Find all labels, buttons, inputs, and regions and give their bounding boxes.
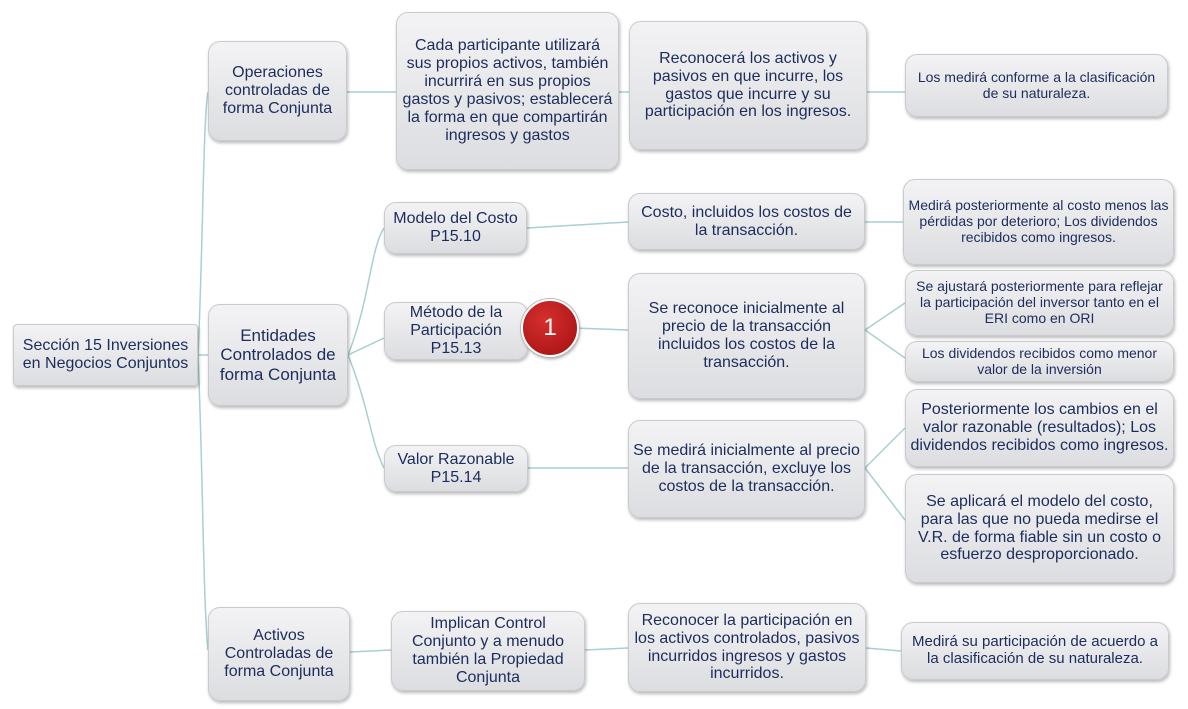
entidades-label: Entidades Controlados de forma Conjunta (219, 326, 337, 384)
operaciones-measurement-node: Los medirá conforme a la clasificación d… (905, 54, 1168, 117)
operaciones-measurement: Los medirá conforme a la clasificación d… (917, 68, 1156, 101)
operaciones-recognition-node: Reconocerá los activos y pasivos en que … (629, 21, 867, 150)
activos-node: Activos Controladas de forma Conjunta (208, 607, 350, 701)
valor-razonable-later: Posteriormente los cambios en el valor r… (910, 401, 1169, 454)
activos-recognition: Reconocer la participación en los activo… (634, 611, 860, 683)
metodo-participacion-dividends: Los dividendos recibidos como menor valo… (921, 344, 1157, 377)
activos-label: Activos Controladas de forma Conjunta (224, 627, 334, 680)
activos-recognition-node: Reconocer la participación en los activo… (628, 603, 866, 692)
entidades-node: Entidades Controlados de forma Conjunta (208, 304, 348, 406)
root-node: Sección 15 Inversiones en Negocios Conju… (13, 324, 198, 386)
modelo-costo-initial-node: Costo, incluidos los costos de la transa… (628, 193, 865, 250)
metodo-participacion-initial-node: Se reconoce inicialmente al precio de la… (628, 273, 865, 399)
metodo-participacion-node: Método de la Participación P15.13 (384, 302, 528, 360)
valor-razonable-label: Valor Razonable P15.14 (397, 450, 515, 486)
metodo-participacion-adjust-node: Se ajustará posteriormente para reflejar… (905, 270, 1174, 336)
operaciones-label: Operaciones controladas de forma Conjunt… (222, 64, 333, 117)
operaciones-recognition: Reconocerá los activos y pasivos en que … (644, 49, 852, 121)
metodo-participacion-label: Método de la Participación P15.13 (409, 304, 503, 357)
valor-razonable-later-node: Posteriormente los cambios en el valor r… (905, 389, 1174, 467)
activos-description: Implican Control Conjunto y a menudo tam… (411, 615, 565, 686)
metodo-participacion-initial: Se reconoce inicialmente al precio de la… (648, 300, 845, 371)
valor-razonable-fallback-node: Se aplicará el modelo del costo, para la… (905, 474, 1174, 583)
valor-razonable-initial-node: Se medirá inicialmente al precio de la t… (628, 420, 865, 518)
modelo-costo-label: Modelo del Costo P15.10 (393, 210, 518, 245)
activos-measurement-node: Medirá su participación de acuerdo a la … (901, 622, 1169, 680)
modelo-costo-later: Medirá posteriormente al costo menos las… (908, 197, 1169, 245)
modelo-costo-initial: Costo, incluidos los costos de la transa… (641, 203, 852, 239)
marker-badge: 1 (521, 299, 579, 357)
metodo-participacion-dividends-node: Los dividendos recibidos como menor valo… (905, 341, 1174, 382)
activos-measurement: Medirá su participación de acuerdo a la … (912, 633, 1158, 667)
valor-razonable-initial: Se medirá inicialmente al precio de la t… (633, 442, 860, 495)
operaciones-node: Operaciones controladas de forma Conjunt… (208, 41, 347, 141)
modelo-costo-later-node: Medirá posteriormente al costo menos las… (903, 179, 1174, 265)
operaciones-description: Cada participante utilizará sus propios … (402, 37, 613, 144)
root-label: Sección 15 Inversiones en Negocios Conju… (22, 337, 189, 372)
valor-razonable-node: Valor Razonable P15.14 (384, 445, 528, 492)
operaciones-description-node: Cada participante utilizará sus propios … (396, 12, 619, 170)
activos-description-node: Implican Control Conjunto y a menudo tam… (391, 611, 585, 691)
modelo-costo-node: Modelo del Costo P15.10 (384, 202, 527, 254)
valor-razonable-fallback: Se aplicará el modelo del costo, para la… (917, 492, 1162, 564)
metodo-participacion-adjust: Se ajustará posteriormente para reflejar… (916, 278, 1163, 326)
